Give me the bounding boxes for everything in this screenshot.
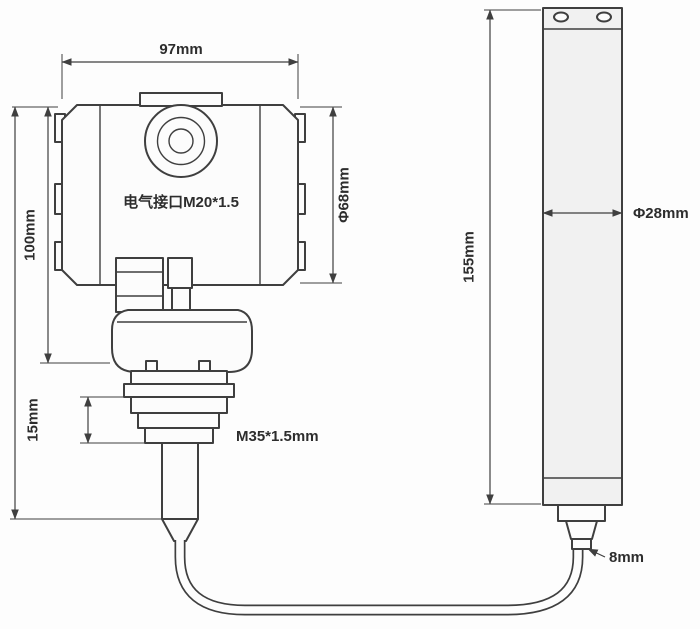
thread-nut bbox=[144, 427, 214, 444]
terminal-block bbox=[115, 257, 164, 313]
dim-housing-diameter: Φ68mm bbox=[300, 106, 353, 284]
electrical-port-label: 电气接口M20*1.5 bbox=[123, 193, 239, 211]
leader-line bbox=[587, 548, 606, 558]
dim-flange-thickness: 15mm bbox=[25, 396, 147, 444]
hex-band-1 bbox=[130, 396, 228, 414]
probe-mount-hole bbox=[553, 11, 569, 23]
thread-tube bbox=[161, 442, 199, 520]
dim-probe-diameter-label: Φ28mm bbox=[633, 205, 689, 222]
hex-band-2 bbox=[137, 412, 220, 429]
thread-spec-label: M35*1.5mm bbox=[236, 428, 319, 445]
cable-taper bbox=[161, 518, 199, 542]
dim-overall-height bbox=[10, 106, 168, 520]
dim-housing-diameter-label: Φ68mm bbox=[336, 167, 353, 223]
probe-mount-hole bbox=[596, 11, 612, 23]
probe-body bbox=[542, 7, 623, 506]
dim-probe-diameter: Φ28mm bbox=[542, 205, 689, 222]
dim-housing-width: 97mm bbox=[61, 41, 299, 99]
transmitter-drawing bbox=[54, 92, 306, 542]
neck-block bbox=[167, 257, 193, 289]
elbow-fitting bbox=[111, 309, 253, 373]
cable-path-core bbox=[176, 540, 582, 614]
dim-housing-width-label: 97mm bbox=[159, 41, 202, 58]
housing-outline bbox=[61, 104, 299, 286]
display-outer-ring bbox=[144, 104, 218, 178]
dim-flange-thickness-label: 15mm bbox=[25, 398, 42, 441]
dim-housing-height: 100mm bbox=[12, 106, 110, 364]
dim-probe-length: 155mm bbox=[461, 9, 541, 505]
gland-block bbox=[557, 504, 606, 522]
probe-drawing bbox=[542, 7, 623, 550]
display-center bbox=[168, 128, 194, 154]
dim-cable-diameter-label: 8mm bbox=[609, 549, 644, 566]
flange-plate-2 bbox=[123, 383, 235, 398]
dim-probe-length-label: 155mm bbox=[461, 231, 478, 283]
connecting-cable bbox=[174, 540, 584, 616]
dim-cable-diameter: 8mm bbox=[587, 548, 644, 566]
cable-path bbox=[174, 540, 584, 616]
gland-taper bbox=[565, 520, 598, 540]
gland-nipple bbox=[571, 538, 592, 550]
neck-stem bbox=[171, 287, 191, 313]
flange-plate-1 bbox=[130, 370, 228, 385]
display-middle-ring bbox=[156, 116, 206, 166]
dim-housing-height-label: 100mm bbox=[22, 209, 39, 261]
